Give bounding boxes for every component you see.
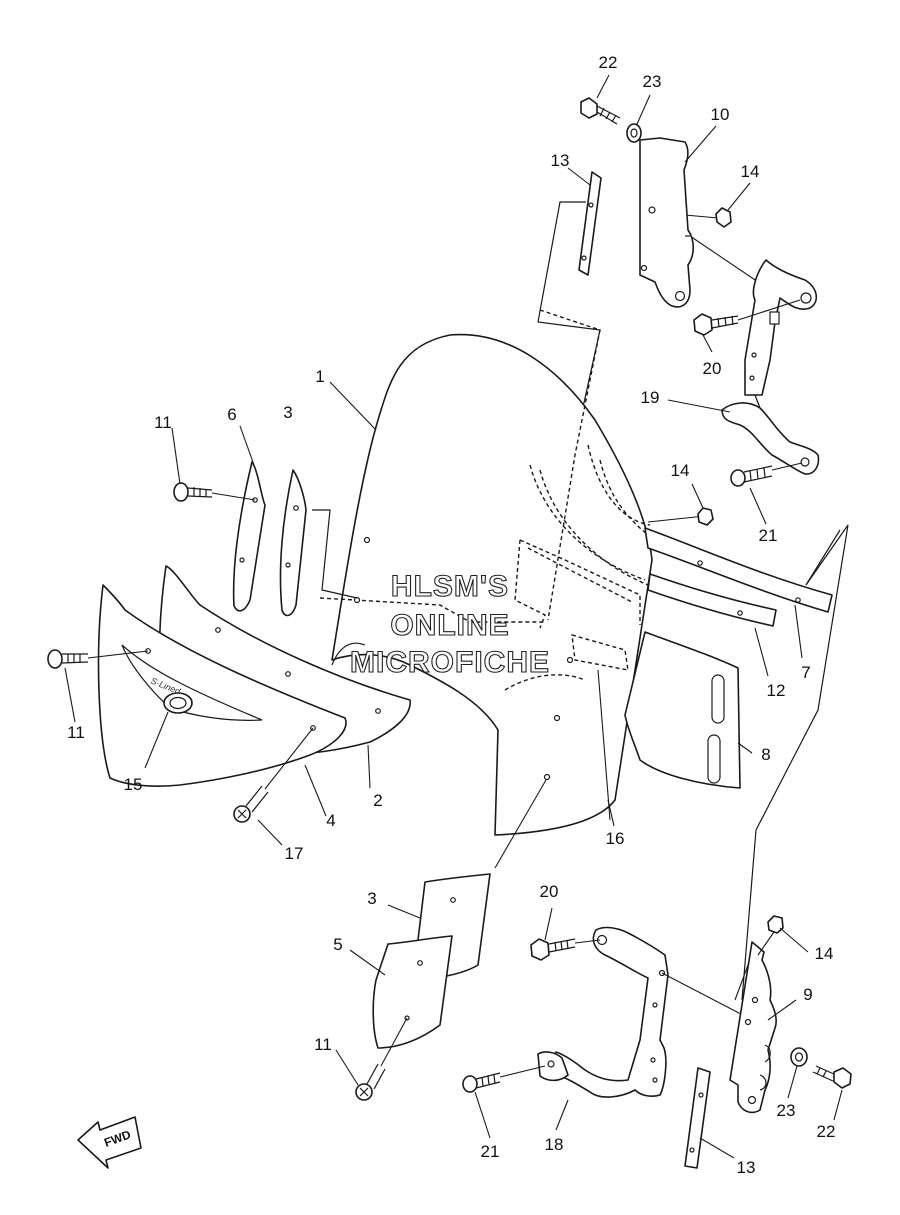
callout-5: 5 xyxy=(333,935,342,954)
side-trim-5[interactable] xyxy=(372,935,453,1049)
callout-3-lower: 3 xyxy=(367,889,376,908)
nut-14-mid[interactable] xyxy=(697,507,714,526)
callout-leaders xyxy=(64,74,843,1159)
trim-strip-7[interactable] xyxy=(644,527,833,613)
callout-10: 10 xyxy=(711,105,730,124)
callout-3-upper: 3 xyxy=(283,403,292,422)
callout-8: 8 xyxy=(761,745,770,764)
side-trim-6[interactable] xyxy=(232,461,266,612)
trim-strip-12[interactable] xyxy=(647,573,777,627)
watermark-line-3: MICROFICHE xyxy=(350,646,550,679)
nut-14-lower[interactable] xyxy=(757,915,784,956)
watermark-line-2: ONLINE xyxy=(390,609,509,642)
bolt-20-upper[interactable] xyxy=(693,299,801,336)
callout-17: 17 xyxy=(285,844,304,863)
callout-14-upper: 14 xyxy=(741,162,760,181)
callout-18: 18 xyxy=(545,1135,564,1154)
lower-panel-8[interactable] xyxy=(624,631,741,789)
callout-1: 1 xyxy=(315,367,324,386)
watermark: HLSM'S ONLINE MICROFICHE xyxy=(349,569,550,679)
callout-11-lower: 11 xyxy=(314,1035,332,1054)
callout-11-left: 11 xyxy=(67,723,85,742)
callout-4: 4 xyxy=(326,811,335,830)
callout-7: 7 xyxy=(801,663,810,682)
callout-20-lower: 20 xyxy=(540,882,559,901)
callout-14-lower: 14 xyxy=(815,944,834,963)
washer-23-upper[interactable] xyxy=(626,123,642,143)
callout-11-upper: 11 xyxy=(154,413,172,432)
callout-21-upper: 21 xyxy=(759,526,778,545)
bracket-9[interactable] xyxy=(729,941,777,1114)
callout-13-upper: 13 xyxy=(551,151,570,170)
washer-23-lower[interactable] xyxy=(790,1047,808,1067)
bolt-21-upper[interactable] xyxy=(730,462,803,487)
bolt-20-lower[interactable] xyxy=(530,938,601,961)
bolt-21-lower[interactable] xyxy=(462,1065,546,1093)
part-16-seal[interactable] xyxy=(597,669,611,821)
callout-6: 6 xyxy=(227,405,236,424)
bolt-22-upper[interactable] xyxy=(580,97,621,125)
screw-11-lower[interactable] xyxy=(355,1017,408,1101)
callout-labels: 1 2 3 3 4 5 6 7 8 9 10 11 11 11 12 13 13… xyxy=(67,53,835,1177)
callout-19: 19 xyxy=(641,388,660,407)
front-cover-4[interactable]: S·Lined xyxy=(97,584,347,787)
side-trim-3-upper[interactable] xyxy=(279,469,358,617)
callout-23-upper: 23 xyxy=(643,72,662,91)
callout-20-upper: 20 xyxy=(703,359,722,378)
callout-21-lower: 21 xyxy=(481,1142,500,1161)
callout-2: 2 xyxy=(373,791,382,810)
bracket-13-lower[interactable] xyxy=(684,1067,711,1169)
bracket-10[interactable] xyxy=(639,137,695,308)
screw-17[interactable] xyxy=(233,727,314,823)
callout-22-lower: 22 xyxy=(817,1122,836,1141)
callout-22-upper: 22 xyxy=(599,53,618,72)
callout-13-lower: 13 xyxy=(737,1158,756,1177)
stay-18-lower[interactable] xyxy=(537,926,763,1098)
screw-11-left[interactable] xyxy=(47,649,149,669)
callout-14-mid: 14 xyxy=(671,461,690,480)
screw-11-upper[interactable] xyxy=(173,482,256,502)
watermark-line-1: HLSM'S xyxy=(391,570,509,603)
stay-19-upper[interactable] xyxy=(721,259,820,475)
callout-16: 16 xyxy=(606,829,625,848)
callout-12: 12 xyxy=(767,681,786,700)
forward-direction-arrow: FWD xyxy=(77,1116,142,1169)
windshield[interactable] xyxy=(319,309,653,869)
callout-15: 15 xyxy=(124,775,143,794)
nut-14-upper[interactable] xyxy=(715,207,732,228)
bracket-13-upper[interactable] xyxy=(578,171,602,276)
emblem-15[interactable] xyxy=(163,692,193,714)
bolt-22-lower[interactable] xyxy=(812,1065,852,1089)
callout-23-lower: 23 xyxy=(777,1101,796,1120)
callout-9: 9 xyxy=(803,985,812,1004)
